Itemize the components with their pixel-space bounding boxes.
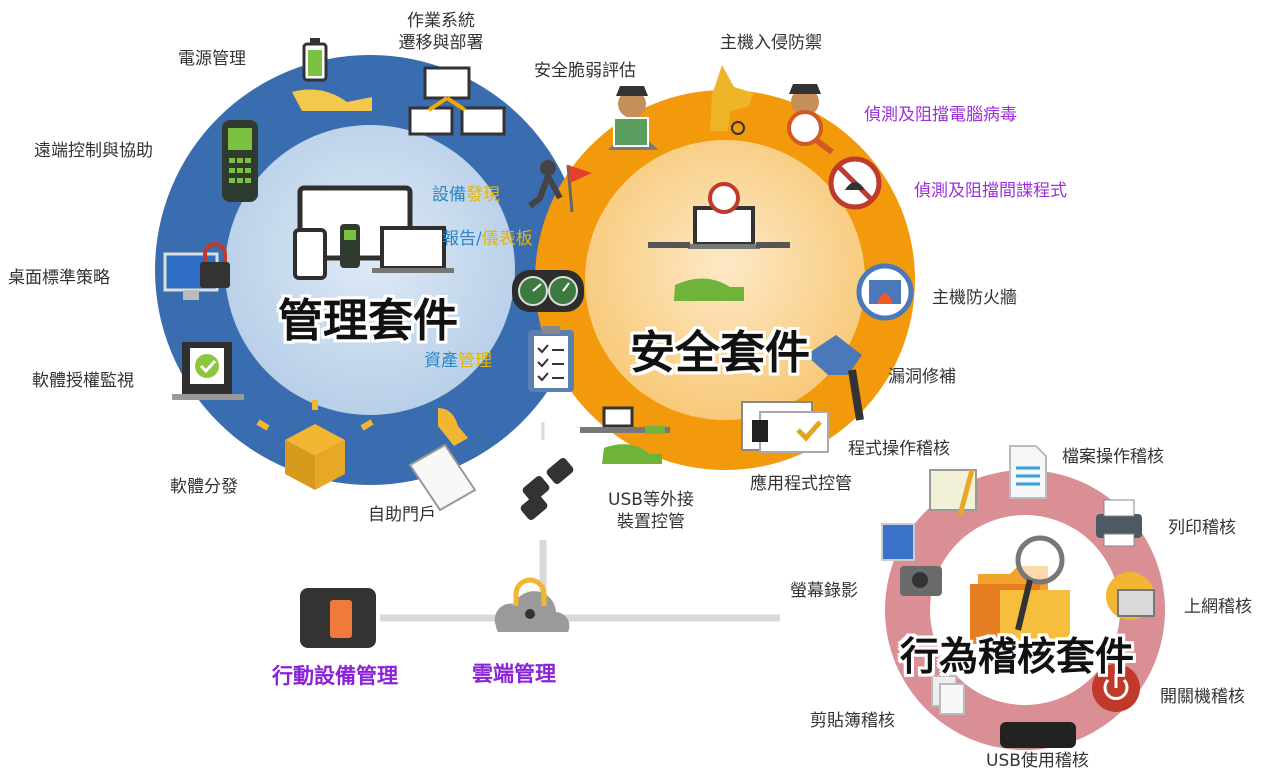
label-program-audit: 程式操作稽核: [848, 439, 950, 459]
label-vulnerability-assessment: 安全脆弱評估: [534, 61, 636, 81]
label-os-deploy: 作業系統 遷移與部署: [384, 10, 498, 54]
printer-icon: [1096, 499, 1142, 547]
label-desktop-policy: 桌面標準策略: [8, 268, 110, 288]
label-host-firewall: 主機防火牆: [932, 288, 1017, 308]
security-guard-icon: [608, 86, 658, 150]
label-license-monitor: 軟體授權監視: [32, 371, 134, 391]
label-application-control: 應用程式控管: [750, 474, 852, 494]
label-device-discovery-a: 設備: [432, 185, 466, 205]
label-os-deploy-line1: 作業系統: [407, 11, 475, 31]
label-antispyware: 偵測及阻擋間諜程式: [914, 181, 1067, 201]
clipboard-audit-icon: [931, 675, 965, 715]
asset-clipboard-icon: [528, 326, 574, 392]
screen-record-icon: [881, 523, 942, 596]
label-patch-management: 漏洞修補: [888, 367, 956, 387]
battery-icon: [292, 38, 372, 111]
label-asset-management: 資產管理: [424, 350, 492, 372]
label-usb-device-control-line1: USB等外接: [608, 490, 694, 510]
label-antivirus: 偵測及阻擋電腦病毒: [864, 105, 1017, 125]
label-clipboard-audit: 剪貼簿稽核: [810, 711, 895, 731]
security-suite-ring: [535, 90, 915, 470]
label-power-management: 電源管理: [178, 49, 246, 69]
web-globe-icon: [1106, 572, 1155, 620]
label-software-distribution: 軟體分發: [170, 477, 238, 497]
link-connector-icon: [520, 458, 574, 520]
license-monitor-icon: [172, 342, 244, 400]
software-box-icon: [256, 400, 374, 490]
mobile-tablet-icon: [300, 588, 376, 648]
firewall-icon: [856, 263, 914, 321]
label-report-dashboard-b: 儀表板: [481, 229, 533, 249]
label-remote-control: 遠端控制與協助: [34, 141, 153, 161]
dashboard-gauge-icon: [512, 270, 584, 312]
label-usb-device-control-line2: 裝置控管: [617, 512, 685, 532]
patch-repair-icon: [806, 335, 864, 421]
label-self-service-portal: 自助門戶: [368, 505, 436, 525]
security-laptop-icon: [648, 182, 790, 301]
label-os-deploy-line2: 遷移與部署: [398, 33, 484, 53]
device-discovery-icon: [528, 160, 592, 213]
label-report-dashboard-a: 報告/: [442, 229, 482, 249]
remote-control-icon: [222, 120, 258, 202]
label-device-discovery-b: 發現: [466, 185, 500, 205]
label-web-audit: 上網稽核: [1184, 597, 1252, 617]
label-mobile-device-management: 行動設備管理: [272, 664, 398, 688]
anti-spyware-icon: [828, 156, 882, 210]
label-asset-management-b: 管理: [458, 351, 492, 371]
virus-guard-icon: [787, 84, 834, 155]
label-host-intrusion-prevention: 主機入侵防禦: [720, 33, 822, 53]
app-control-icon: [741, 401, 829, 453]
label-power-audit: 開關機稽核: [1160, 687, 1245, 707]
label-screen-recording: 螢幕錄影: [790, 581, 858, 601]
label-print-audit: 列印稽核: [1168, 518, 1236, 538]
self-service-portal-icon: [408, 408, 477, 512]
power-button-icon: [1092, 664, 1140, 712]
management-devices-icon: [293, 185, 454, 280]
label-usb-audit: USB使用稽核: [986, 751, 1089, 771]
security-suite-title: 安全套件: [630, 326, 811, 379]
desktop-lock-icon: [163, 242, 230, 300]
label-asset-management-a: 資產: [424, 351, 458, 371]
label-device-discovery: 設備發現: [432, 184, 500, 206]
cloud-lock-icon: [494, 577, 570, 632]
file-audit-icon: [1009, 445, 1047, 499]
label-cloud-management: 雲端管理: [472, 662, 556, 686]
program-audit-icon: [929, 469, 977, 516]
audit-folder-icon: [970, 535, 1070, 648]
os-deploy-icon: [408, 66, 506, 136]
management-suite-title: 管理套件: [278, 294, 459, 347]
label-report-dashboard: 報告/儀表板: [442, 228, 533, 250]
guard-dog-icon: [710, 65, 754, 135]
label-usb-device-control: USB等外接 裝置控管: [590, 489, 712, 533]
audit-suite-title: 行為稽核套件: [900, 635, 1135, 680]
usb-logo-icon: [1000, 722, 1076, 748]
usb-device-icon: [580, 406, 670, 464]
label-file-audit: 檔案操作稽核: [1062, 447, 1164, 467]
